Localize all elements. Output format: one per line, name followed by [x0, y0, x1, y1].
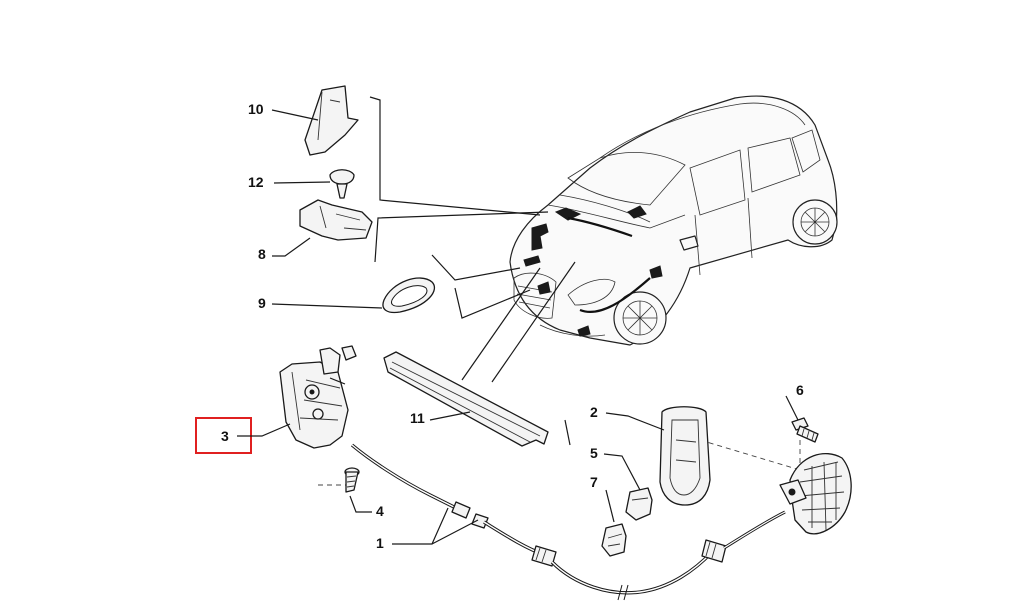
callout-9: 9: [258, 295, 383, 311]
callout-1: 1: [376, 507, 479, 551]
callout-label-6: 6: [796, 382, 804, 398]
callout-label-8: 8: [258, 246, 266, 262]
part-3-hood-latch: [279, 345, 357, 449]
callout-10: 10: [248, 101, 319, 121]
part-12-clip: [329, 169, 355, 199]
callout-5: 5: [590, 445, 641, 491]
callout-4: 4: [349, 495, 384, 519]
callout-7: 7: [590, 474, 615, 523]
part-4-screw: [344, 467, 360, 493]
callout-2: 2: [590, 404, 665, 431]
part-5-clip: [625, 487, 653, 521]
hood-release-lever: [779, 453, 852, 535]
part-7-clip: [601, 523, 627, 557]
part-9-seal-ring: [382, 277, 435, 314]
callout-3: 3: [195, 417, 291, 454]
callout-label-12: 12: [248, 174, 264, 190]
callout-label-4: 4: [376, 503, 384, 519]
callout-8: 8: [258, 237, 311, 262]
callout-label-11: 11: [410, 410, 425, 426]
callout-label-9: 9: [258, 295, 266, 311]
part-1-release-cable: [350, 443, 786, 601]
callout-11: 11: [410, 410, 471, 426]
callout-label-10: 10: [248, 101, 264, 117]
callout-12: 12: [248, 174, 331, 190]
part-11-seal-strip: [383, 351, 549, 447]
car-illustration: [509, 95, 838, 346]
callout-label-2: 2: [590, 404, 598, 420]
part-2-release-handle: [659, 406, 711, 506]
callout-label-1: 1: [376, 535, 384, 551]
callout-6: 6: [785, 382, 804, 421]
part-6-screw: [791, 417, 819, 443]
part-10-bracket: [304, 85, 359, 156]
part-8-bracket: [299, 199, 373, 241]
callout-label-7: 7: [590, 474, 598, 490]
callout-label-5: 5: [590, 445, 598, 461]
callout-label-3: 3: [221, 428, 229, 444]
